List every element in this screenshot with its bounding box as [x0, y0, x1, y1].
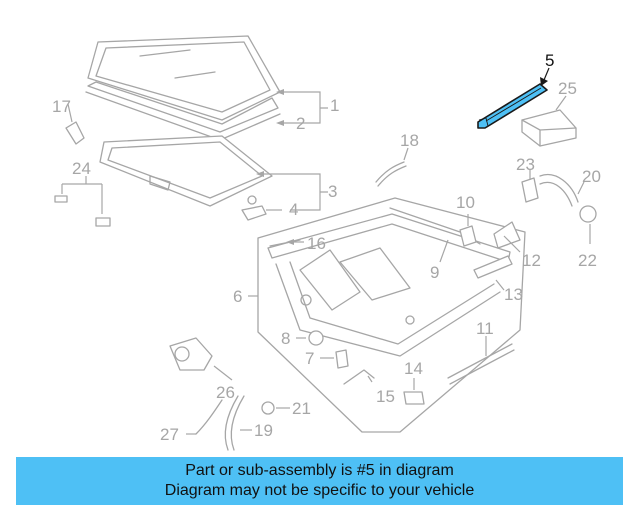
label-24: 24 — [72, 159, 91, 178]
bolt-7 — [335, 349, 349, 369]
rail-13 — [473, 255, 513, 279]
label-23: 23 — [516, 155, 535, 174]
label-20: 20 — [582, 167, 601, 186]
clips-24 — [54, 176, 111, 227]
washer-8 — [308, 330, 324, 346]
label-18: 18 — [400, 131, 419, 150]
grommet-22 — [579, 205, 597, 223]
part-5-highlighted[interactable] — [477, 67, 550, 129]
label-19: 19 — [254, 421, 273, 440]
banner-line-1: Part or sub-assembly is #5 in diagram — [185, 462, 454, 479]
cable-11 — [447, 343, 513, 379]
info-banner: Part or sub-assembly is #5 in diagram Di… — [16, 457, 623, 505]
label-22: 22 — [578, 251, 597, 270]
label-25: 25 — [558, 79, 577, 98]
clip-23 — [521, 177, 539, 203]
frame-outline — [257, 197, 526, 433]
screws-part — [241, 195, 282, 221]
label-1: 1 — [330, 96, 339, 115]
clip-17 — [65, 121, 85, 145]
label-2: 2 — [296, 114, 305, 133]
bracket-10 — [459, 225, 477, 247]
tube-19 — [230, 395, 245, 451]
label-3: 3 — [328, 182, 337, 201]
label-9: 9 — [430, 263, 439, 282]
label-11: 11 — [476, 319, 494, 338]
label-5: 5 — [545, 51, 554, 70]
label-8: 8 — [281, 329, 290, 348]
part-21 — [261, 401, 275, 415]
label-21: 21 — [292, 399, 311, 418]
label-16: 16 — [307, 234, 326, 253]
hose-20 — [539, 174, 579, 203]
label-12: 12 — [522, 251, 541, 270]
bracket-15 — [343, 369, 375, 385]
label-7: 7 — [305, 349, 314, 368]
label-14: 14 — [404, 359, 423, 378]
module-25 — [521, 109, 577, 147]
sunroof-glass-part — [87, 35, 281, 121]
label-13: 13 — [504, 285, 523, 304]
label-26: 26 — [216, 383, 235, 402]
label-10: 10 — [456, 193, 475, 212]
banner-line-2: Diagram may not be specific to your vehi… — [164, 482, 475, 499]
motor-26 — [169, 337, 233, 381]
bracket-3-4 — [262, 173, 328, 211]
bracket-12 — [493, 221, 521, 249]
label-4: 4 — [289, 200, 298, 219]
tube-27 — [195, 399, 223, 435]
deflector-frame-part — [99, 135, 273, 207]
label-27: 27 — [160, 425, 179, 444]
label-6: 6 — [233, 287, 242, 306]
bracket-1-2 — [282, 91, 328, 124]
hose-18 — [375, 161, 405, 183]
label-17: 17 — [52, 97, 71, 116]
block-14 — [403, 391, 425, 405]
label-15: 15 — [376, 387, 395, 406]
